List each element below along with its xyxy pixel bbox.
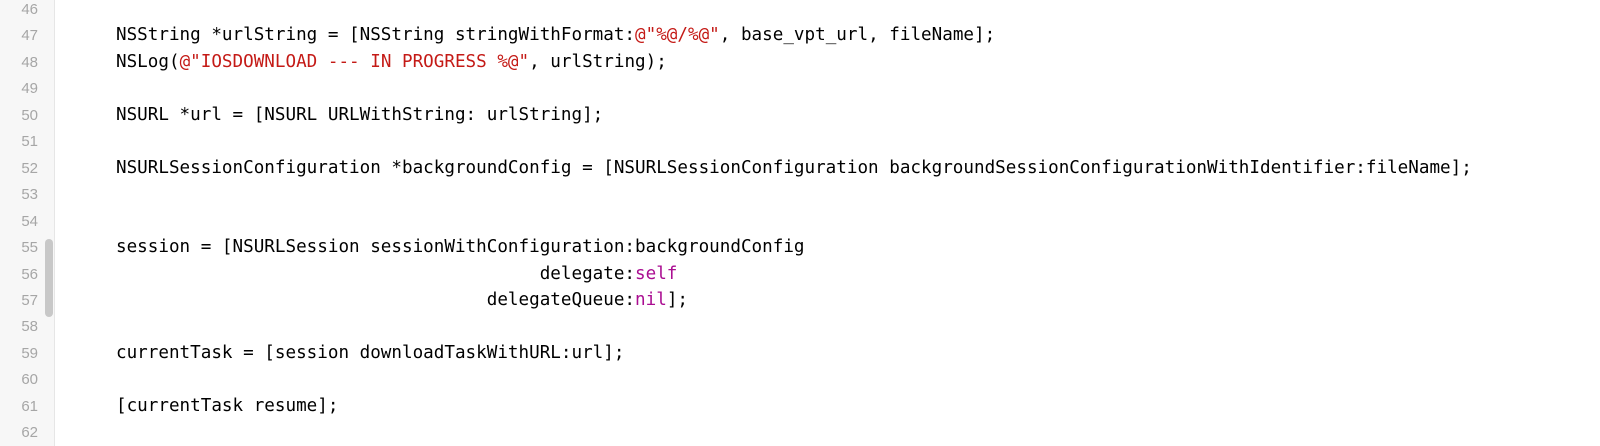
line-number: 53 [21, 186, 38, 204]
code-text[interactable]: delegate:self [116, 261, 678, 288]
code-text[interactable]: NSString *urlString = [NSString stringWi… [116, 22, 995, 49]
code-token-plain: [currentTask resume]; [116, 395, 339, 416]
code-token-keyword: self [635, 263, 678, 284]
line-number: 56 [21, 265, 38, 283]
code-text[interactable]: session = [NSURLSession sessionWithConfi… [116, 234, 805, 261]
code-token-plain: delegate: [116, 263, 636, 284]
scrollbar-track[interactable] [44, 0, 54, 446]
line-number: 62 [21, 424, 38, 442]
code-token-plain: NSURLSessionConfiguration *backgroundCon… [116, 157, 1472, 178]
code-line[interactable]: 58 [0, 313, 1600, 340]
code-line[interactable]: 62 [0, 419, 1600, 446]
code-text[interactable]: NSLog(@"IOSDOWNLOAD --- IN PROGRESS %@",… [116, 49, 667, 76]
code-token-plain: session = [NSURLSession sessionWithConfi… [116, 237, 805, 258]
code-line[interactable]: 57 delegateQueue:nil]; [0, 287, 1600, 314]
line-number: 54 [21, 212, 38, 230]
line-number: 59 [21, 344, 38, 362]
code-line[interactable]: 55 session = [NSURLSession sessionWithCon… [0, 234, 1600, 261]
code-token-plain: , base_vpt_url, fileName]; [719, 25, 996, 46]
code-line[interactable]: 48 NSLog(@"IOSDOWNLOAD --- IN PROGRESS %@… [0, 49, 1600, 76]
code-token-string: @"%@/%@" [635, 25, 720, 46]
code-token-plain: , urlString); [529, 51, 667, 72]
code-token-plain: NSString *urlString = [NSString stringWi… [116, 25, 636, 46]
line-number: 47 [21, 27, 38, 45]
line-number: 49 [21, 80, 38, 98]
code-token-plain: NSURL *url = [NSURL URLWithString: urlSt… [116, 104, 604, 125]
line-number: 52 [21, 159, 38, 177]
code-text[interactable]: [currentTask resume]; [116, 393, 338, 420]
code-text[interactable]: NSURLSessionConfiguration *backgroundCon… [116, 155, 1472, 182]
code-line[interactable]: 61 [currentTask resume]; [0, 393, 1600, 420]
code-line[interactable]: 49 [0, 75, 1600, 102]
code-line[interactable]: 46 [0, 0, 1600, 23]
code-line[interactable]: 47 NSString *urlString = [NSString string… [0, 22, 1600, 49]
line-number: 55 [21, 239, 38, 257]
line-number: 60 [21, 371, 38, 389]
code-line[interactable]: 60 [0, 366, 1600, 393]
line-number: 46 [21, 1, 38, 18]
line-number-gutter [0, 0, 55, 446]
code-line[interactable]: 51 [0, 128, 1600, 155]
line-number: 48 [21, 53, 38, 71]
code-line[interactable]: 54 [0, 208, 1600, 235]
code-line[interactable]: 56 delegate:self [0, 261, 1600, 288]
code-text[interactable]: delegateQueue:nil]; [116, 287, 688, 314]
code-token-string: @"IOSDOWNLOAD --- IN PROGRESS %@" [179, 51, 530, 72]
code-line[interactable]: 59 currentTask = [session downloadTaskWit… [0, 340, 1600, 367]
code-line[interactable]: 50 NSURL *url = [NSURL URLWithString: url… [0, 102, 1600, 129]
code-line[interactable]: 53 [0, 181, 1600, 208]
line-number: 50 [21, 106, 38, 124]
code-token-plain: ]; [666, 289, 688, 310]
line-number: 51 [21, 133, 38, 151]
code-text[interactable]: NSURL *url = [NSURL URLWithString: urlSt… [116, 102, 603, 129]
code-text[interactable]: currentTask = [session downloadTaskWithU… [116, 340, 624, 367]
code-line[interactable]: 52 NSURLSessionConfiguration *backgroundC… [0, 155, 1600, 182]
code-token-plain: currentTask = [session downloadTaskWithU… [116, 342, 625, 363]
code-token-plain: NSLog( [116, 51, 180, 72]
code-token-keyword: nil [635, 289, 667, 310]
line-number: 57 [21, 291, 38, 309]
code-token-plain: delegateQueue: [116, 289, 636, 310]
scrollbar-thumb[interactable] [45, 239, 53, 317]
line-number: 58 [21, 318, 38, 336]
line-number: 61 [21, 397, 38, 415]
